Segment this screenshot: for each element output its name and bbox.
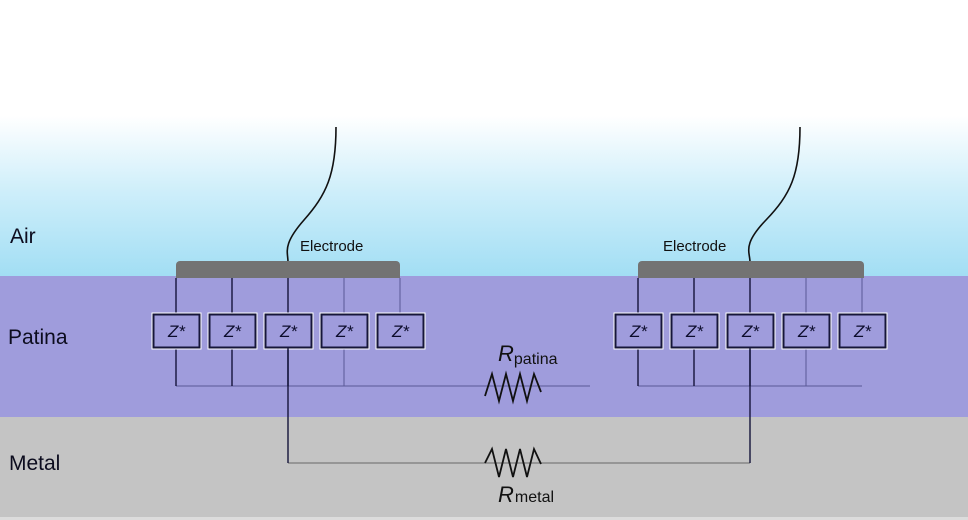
impedance-box-highlight [319,312,370,350]
impedance-label: Z* [853,322,872,341]
impedance-element: Z* [263,312,314,350]
resistor-patina-zigzag-icon [484,370,542,405]
air-label: Air [10,225,36,248]
impedance-label: Z* [167,322,186,341]
impedance-box [320,313,369,349]
impedance-element: Z* [781,312,832,350]
resistor-metal-subscript: metal [515,489,554,506]
bottom-edge [0,517,968,520]
impedance-box-highlight [669,312,720,350]
impedance-element: Z* [837,312,888,350]
impedance-element: Z* [669,312,720,350]
resistor-metal-zigzag-icon [484,446,542,478]
impedance-box [726,313,775,349]
impedance-element: Z* [375,312,426,350]
resistor-metal-label: Rmetal [498,482,554,507]
electrode-label: Electrode [663,238,726,255]
impedance-box-highlight [613,312,664,350]
impedance-element: Z* [207,312,258,350]
electrode-pad-base [638,270,864,278]
patina-label: Patina [8,326,68,349]
impedance-label: Z* [391,322,410,341]
impedance-box-highlight [207,312,258,350]
impedance-box [614,313,663,349]
impedance-label: Z* [741,322,760,341]
impedance-label: Z* [335,322,354,341]
impedance-element: Z* [725,312,776,350]
impedance-box [670,313,719,349]
lead-wire [747,126,801,263]
impedance-label: Z* [629,322,648,341]
resistor-patina-subscript: patina [514,351,558,368]
impedance-element: Z* [613,312,664,350]
resistor-metal: Rmetal [484,446,554,507]
impedance-box [152,313,201,349]
metal-label: Metal [9,452,60,475]
impedance-element: Z* [319,312,370,350]
impedance-box-highlight [375,312,426,350]
electrode-label: Electrode [300,238,363,255]
impedance-element: Z* [151,312,202,350]
impedance-box [264,313,313,349]
impedance-box [208,313,257,349]
resistor-metal-symbol: R [498,482,514,507]
resistor-patina: Rpatina [484,341,558,405]
impedance-box [838,313,887,349]
impedance-box-highlight [151,312,202,350]
impedance-box-highlight [837,312,888,350]
impedance-box-highlight [781,312,832,350]
impedance-label: Z* [279,322,298,341]
impedance-box [376,313,425,349]
metal-layer [0,417,968,520]
air-layer [0,0,968,276]
lead-wire [286,126,337,263]
electrode-pad-base [176,270,400,278]
resistor-patina-symbol: R [498,341,514,366]
impedance-label: Z* [223,322,242,341]
resistor-patina-label: Rpatina [498,341,558,368]
impedance-label: Z* [685,322,704,341]
impedance-label: Z* [797,322,816,341]
impedance-box [782,313,831,349]
